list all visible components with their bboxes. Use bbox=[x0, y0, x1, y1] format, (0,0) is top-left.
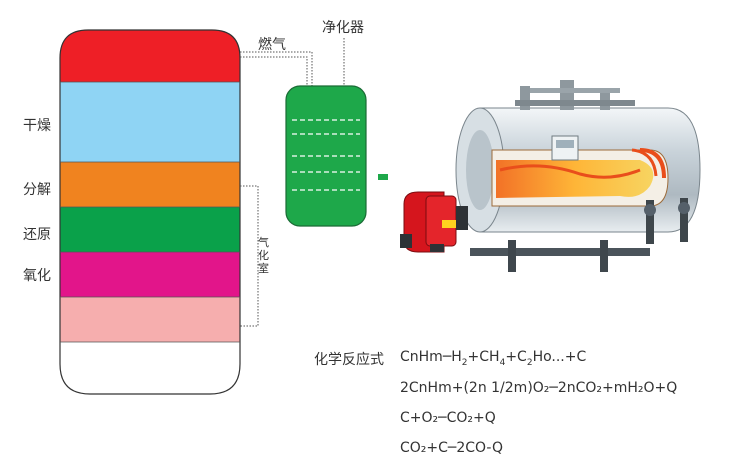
layer-decomposition bbox=[60, 162, 240, 207]
layer-pink bbox=[60, 297, 240, 342]
oxidation-label: 氧化 bbox=[23, 268, 51, 284]
drying-label: 干燥 bbox=[23, 118, 51, 134]
gasification-chamber-label: 气化室 bbox=[258, 236, 269, 275]
layer-top-red bbox=[60, 30, 240, 82]
gasifier-tower bbox=[60, 30, 240, 394]
layer-oxidation bbox=[60, 252, 240, 297]
layer-reduction bbox=[60, 207, 240, 252]
reaction-equation-2: 2CnHm+(2n 1/2m)O₂─2nCO₂+mH₂O+Q bbox=[400, 380, 678, 396]
gas-boiler-illustration bbox=[388, 68, 706, 282]
reaction-equation-3: C+O₂─CO₂+Q bbox=[400, 410, 496, 426]
layer-drying bbox=[60, 82, 240, 162]
gas-pipe bbox=[240, 38, 345, 88]
decomposition-label: 分解 bbox=[23, 182, 51, 198]
purifier-vessel bbox=[285, 85, 367, 227]
fuel-gas-label: 燃气 bbox=[258, 37, 286, 53]
reactions-heading: 化学反应式 bbox=[314, 352, 384, 368]
purifier-label: 净化器 bbox=[322, 20, 364, 36]
gasification-chamber-bracket bbox=[240, 185, 259, 327]
reaction-equation-1: CnHm─H2+CH4+C2Ho...+C bbox=[400, 349, 587, 368]
reduction-label: 还原 bbox=[23, 227, 51, 243]
reaction-equation-4: CO₂+C─2CO-Q bbox=[400, 440, 504, 456]
layer-bottom-white bbox=[60, 342, 240, 394]
